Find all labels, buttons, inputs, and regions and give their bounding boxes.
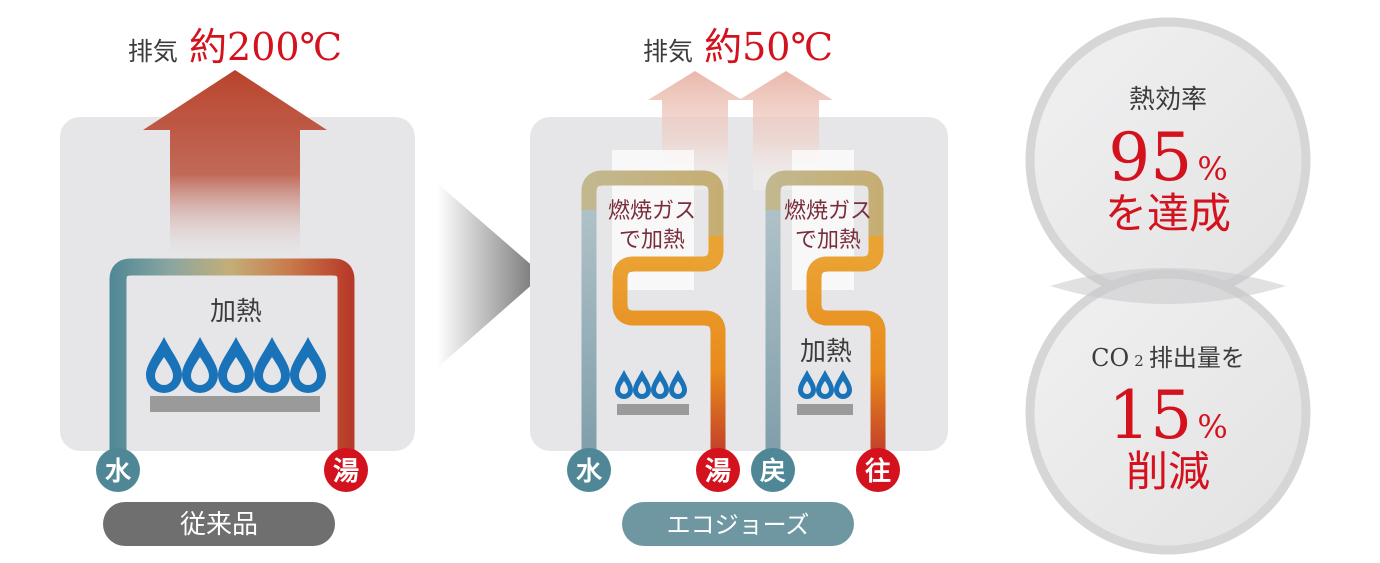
ecojozu-return-label: 戻 bbox=[760, 457, 786, 487]
flame-icon bbox=[816, 370, 834, 399]
ecojozu-unit: 燃焼ガス で加熱 燃焼ガス で加熱 加熱 排気 約50℃ 水 湯 bbox=[530, 25, 948, 546]
efficiency-label: 熱効率 bbox=[1129, 85, 1207, 115]
flame-icon bbox=[798, 370, 816, 399]
ecojozu-gas-heat-right-line2: で加熱 bbox=[795, 228, 861, 253]
ecojozu-hot-out-badge bbox=[696, 448, 740, 492]
conventional-name: 従来品 bbox=[180, 510, 258, 540]
conventional-exhaust-arrow bbox=[143, 70, 327, 260]
flame-icon bbox=[669, 370, 687, 399]
ecojozu-exhaust-title: 排気 約50℃ bbox=[643, 25, 833, 69]
conventional-exhaust-label: 排気 bbox=[128, 37, 178, 66]
ecojozu-water-in-label: 水 bbox=[576, 457, 603, 487]
flame-icon bbox=[615, 370, 633, 399]
transition-chevron bbox=[437, 183, 543, 368]
efficiency-unit: % bbox=[1197, 150, 1227, 188]
flame-icon bbox=[182, 337, 218, 393]
conventional-pipe bbox=[109, 258, 355, 462]
ecojozu-gas-heat-right-line1: 燃焼ガス bbox=[784, 199, 872, 224]
ecojozu-burner-right bbox=[797, 404, 853, 415]
co2-label-post: 排出量を bbox=[1149, 344, 1245, 372]
ecojozu-gas-heat-left-line2: で加熱 bbox=[619, 228, 685, 253]
hot-out-label: 湯 bbox=[333, 457, 359, 487]
ecojozu-flames-left bbox=[615, 370, 687, 399]
conventional-burner bbox=[150, 396, 320, 412]
ecojozu-gas-heat-left-line1: 燃焼ガス bbox=[608, 199, 696, 224]
flame-icon bbox=[146, 337, 182, 393]
flame-icon bbox=[633, 370, 651, 399]
conventional-flames bbox=[146, 337, 326, 393]
conventional-heat-label: 加熱 bbox=[210, 297, 262, 327]
co2-label-sub: 2 bbox=[1134, 352, 1144, 370]
flame-icon bbox=[834, 370, 852, 399]
efficiency-value-line: 95 % bbox=[1108, 119, 1227, 196]
water-in-badge bbox=[96, 448, 140, 492]
efficiency-suffix: を達成 bbox=[1105, 189, 1231, 238]
ecojozu-pipe-right-outlet bbox=[806, 236, 886, 462]
ecojozu-name-pill bbox=[622, 502, 854, 546]
conventional-exhaust-temp: 約200℃ bbox=[189, 25, 342, 69]
circle-overlap bbox=[1050, 268, 1286, 304]
ecojozu-burner-left bbox=[617, 404, 689, 415]
ecojozu-exhaust-label: 排気 bbox=[643, 37, 693, 66]
co2-unit: % bbox=[1197, 408, 1227, 446]
conventional-unit: 加熱 排気 約200℃ 水 湯 従来品 bbox=[60, 25, 415, 546]
ecojozu-supply-badge bbox=[856, 448, 900, 492]
ecojozu-name: エコジョーズ bbox=[667, 511, 810, 539]
flame-icon bbox=[254, 337, 290, 393]
flame-icon bbox=[218, 337, 254, 393]
ecojozu-pipe-left-outlet bbox=[612, 236, 726, 462]
co2-value: 15 bbox=[1108, 377, 1192, 454]
flame-icon bbox=[651, 370, 669, 399]
ecojozu-exhaust-temp: 約50℃ bbox=[704, 25, 833, 69]
efficiency-value: 95 bbox=[1108, 119, 1192, 196]
ecojozu-return-badge bbox=[751, 448, 795, 492]
conventional-exhaust-title: 排気 約200℃ bbox=[128, 25, 342, 69]
benefit-circles: 熱効率 95 % を達成 CO 2 排出量を 15 % 削減 bbox=[1025, 17, 1311, 555]
flame-icon bbox=[290, 337, 326, 393]
ecojozu-heat-label: 加熱 bbox=[800, 337, 852, 367]
co2-label-pre: CO bbox=[1091, 344, 1129, 372]
ecojozu-pipe-right-top bbox=[765, 170, 884, 250]
water-in-label: 水 bbox=[105, 457, 132, 487]
ecojozu-pipe-left-top bbox=[581, 170, 724, 250]
conventional-name-pill bbox=[103, 502, 335, 546]
ecojozu-hot-out-label: 湯 bbox=[705, 457, 731, 487]
co2-suffix: 削減 bbox=[1126, 447, 1210, 496]
ecojozu-flames-right bbox=[798, 370, 852, 399]
ecojozu-supply-label: 往 bbox=[865, 456, 891, 487]
co2-label: CO 2 排出量を bbox=[1091, 344, 1245, 372]
co2-value-line: 15 % bbox=[1108, 377, 1227, 454]
hot-out-badge bbox=[324, 448, 368, 492]
ecojozu-water-in-badge bbox=[567, 448, 611, 492]
